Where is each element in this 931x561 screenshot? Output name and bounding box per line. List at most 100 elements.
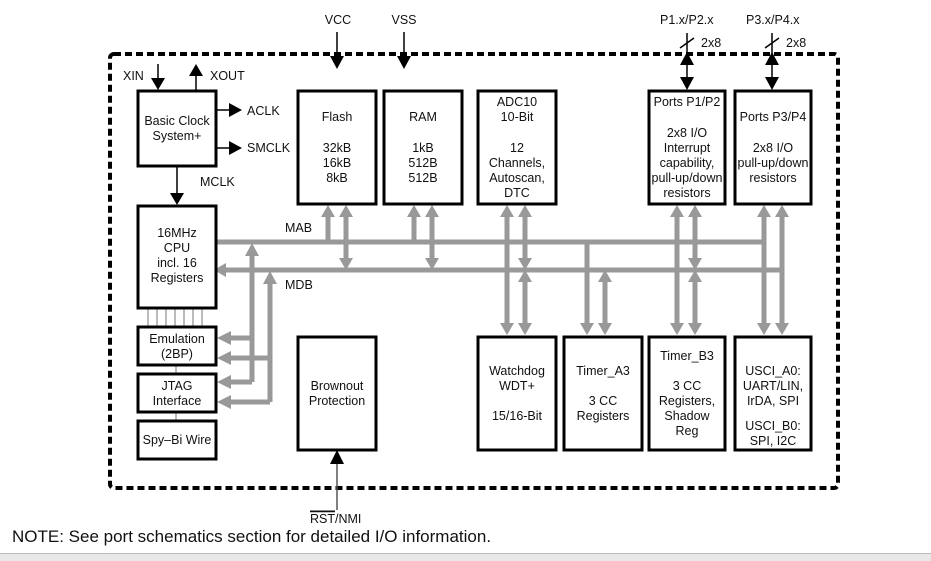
cpu-line-4: Registers xyxy=(151,271,204,285)
p34-bus-width-slash xyxy=(764,37,780,49)
ram-line-4: 512B xyxy=(408,156,437,170)
flash-mdb-down-arrowhead xyxy=(339,258,353,270)
jtag-block: JTAG Interface xyxy=(136,372,218,414)
timerb-line-6: Reg xyxy=(676,424,699,438)
p12-line-3: 2x8 I/O xyxy=(667,126,708,140)
emulation-block: Emulation (2BP) xyxy=(136,325,218,367)
wdt-line-2: WDT+ xyxy=(499,379,535,393)
cpu-line-3: incl. 16 xyxy=(157,256,197,270)
timer-b3-block: Timer_B3 3 CC Registers, Shadow Reg xyxy=(647,335,727,452)
p1p2-label: P1.x/P2.x xyxy=(660,13,714,27)
vcc-label: VCC xyxy=(325,13,351,27)
aclk-arrowhead xyxy=(229,103,242,117)
p12-mdb-up-arrowhead xyxy=(688,205,702,217)
timerb-line-1: Timer_B3 xyxy=(660,349,714,363)
footnote: NOTE: See port schematics section for de… xyxy=(12,527,492,546)
wdt-line-1: Watchdog xyxy=(489,364,545,378)
clock-line-2: System+ xyxy=(153,129,202,143)
emu-mdb-arrowhead xyxy=(217,351,231,365)
adc-line-7: DTC xyxy=(504,186,530,200)
bottom-edge xyxy=(0,553,931,561)
mdb-cpu-arrowhead xyxy=(214,263,226,277)
mclk-label: MCLK xyxy=(200,175,235,189)
ram-line-3: 1kB xyxy=(412,141,434,155)
vcc-arrowhead xyxy=(330,56,344,69)
ram-block: RAM 1kB 512B 512B xyxy=(382,89,464,206)
p1p2-width-label: 2x8 xyxy=(701,36,721,50)
ports-p3-p4-block: Ports P3/P4 2x8 I/O pull-up/down resisto… xyxy=(733,89,813,206)
jtag-line-2: Interface xyxy=(153,394,202,408)
signal-arrows xyxy=(151,32,780,510)
flash-block: Flash 32kB 16kB 8kB xyxy=(296,89,378,206)
ram-mdb-up-arrowhead xyxy=(425,205,439,217)
vss-label: VSS xyxy=(391,13,416,27)
timerb-line-3: 3 CC xyxy=(673,379,701,393)
rst-arrowhead xyxy=(330,450,344,464)
aclk-label: ACLK xyxy=(247,104,280,118)
p12-tb-a-up-arrowhead xyxy=(670,205,684,217)
watchdog-block: Watchdog WDT+ 15/16-Bit xyxy=(476,335,558,452)
xout-label: XOUT xyxy=(210,69,245,83)
spy-bi-wire-block: Spy–Bi Wire xyxy=(136,419,218,461)
adc-line-4: 12 xyxy=(510,141,524,155)
cpu-line-2: CPU xyxy=(164,241,190,255)
clock-system-block: Basic Clock System+ xyxy=(136,89,218,168)
usci-line-3: IrDA, SPI xyxy=(747,394,799,408)
adc-line-6: Autoscan, xyxy=(489,171,545,185)
mab-label: MAB xyxy=(285,221,312,235)
emulation-line-2: (2BP) xyxy=(161,347,193,361)
xin-arrowhead xyxy=(151,78,165,90)
adc-line-5: Channels, xyxy=(489,156,545,170)
chip-boundary xyxy=(108,52,840,490)
svg-text:RST/NMI: RST/NMI xyxy=(310,512,361,526)
ports-p1-p2-block: Ports P1/P2 2x8 I/O Interrupt capability… xyxy=(647,89,727,206)
p34-down-arrowhead xyxy=(765,77,779,90)
usci-line-5: USCI_B0: xyxy=(745,419,801,433)
clock-line-1: Basic Clock xyxy=(144,114,210,128)
jtag-mdb-arrowhead xyxy=(217,395,231,409)
mclk-arrowhead xyxy=(170,193,184,205)
ram-mab-arrowhead xyxy=(407,205,421,217)
p12-bus-width-slash xyxy=(679,37,695,49)
timera-line-1: Timer_A3 xyxy=(576,364,630,378)
cpu-line-1: 16MHz xyxy=(157,226,197,240)
flash-line-1: Flash xyxy=(322,110,353,124)
adc-mdb-up-arrowhead xyxy=(518,205,532,217)
tb-mdb-up-arrowhead xyxy=(688,270,702,282)
adc-line-1: ADC10 xyxy=(497,95,537,109)
p12-line-7: resistors xyxy=(663,186,710,200)
xin-label: XIN xyxy=(123,69,144,83)
spybi-line-1: Spy–Bi Wire xyxy=(143,433,212,447)
ram-line-1: RAM xyxy=(409,110,437,124)
timera-mab-arrowhead xyxy=(580,323,594,335)
wdt-mdb-up-arrowhead xyxy=(518,270,532,282)
jtag-mab-arrowhead xyxy=(217,375,231,389)
smclk-label: SMCLK xyxy=(247,141,291,155)
flash-line-5: 8kB xyxy=(326,171,348,185)
p12-mdb-down-arrowhead xyxy=(688,258,702,270)
timerb-line-4: Registers, xyxy=(659,394,715,408)
brownout-line-1: Brownout xyxy=(311,379,364,393)
xout-arrowhead xyxy=(189,64,203,76)
p34-line-4: pull-up/down xyxy=(738,156,809,170)
p34-usci-a-up-arrowhead xyxy=(757,205,771,217)
vss-arrowhead xyxy=(397,56,411,69)
mdb-debug-up-arrowhead xyxy=(263,271,277,284)
p34-usci-b-up-arrowhead xyxy=(775,205,789,217)
flash-mab-arrowhead xyxy=(321,205,335,217)
p12-tb-a-down-arrowhead xyxy=(670,323,684,335)
flash-mdb-up-arrowhead xyxy=(339,205,353,217)
mab-debug-up-arrowhead xyxy=(245,243,259,256)
p12-line-6: pull-up/down xyxy=(652,171,723,185)
timerb-line-5: Shadow xyxy=(664,409,710,423)
p12-line-5: capability, xyxy=(660,156,715,170)
mdb-label: MDB xyxy=(285,278,313,292)
adc-wdt-a-up-arrowhead xyxy=(500,205,514,217)
cpu-emulation-connectors xyxy=(147,309,203,421)
p3p4-width-label: 2x8 xyxy=(786,36,806,50)
p34-up-arrowhead xyxy=(765,52,779,65)
wdt-line-4: 15/16-Bit xyxy=(492,409,543,423)
bus-lines xyxy=(213,205,789,409)
wdt-mdb-down-arrowhead xyxy=(518,323,532,335)
